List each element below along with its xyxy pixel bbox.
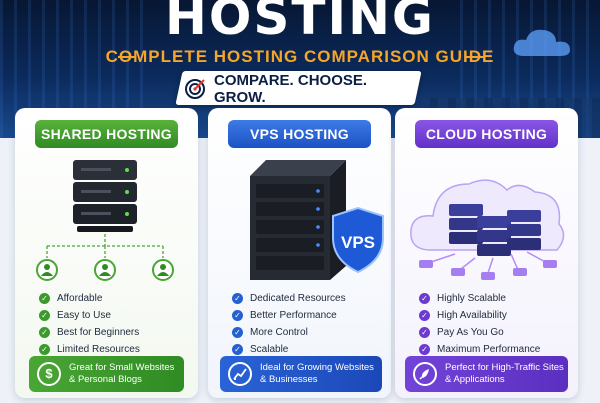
checkmark-icon: ✓: [232, 327, 243, 338]
shared-server-illustration: [36, 160, 174, 281]
page-subtitle: COMPLETE HOSTING COMPARISON GUIDE: [105, 47, 495, 66]
vps-server-illustration: VPS: [250, 160, 384, 280]
cloud-hosting-card: CLOUD HOSTING ✓Highly Scalable ✓High Ava…: [395, 108, 578, 398]
cloud-server-illustration: [410, 179, 565, 280]
vps-hosting-title: VPS HOSTING: [228, 120, 371, 148]
checkmark-icon: ✓: [419, 344, 430, 355]
list-item: ✓Pay As You Go: [419, 324, 569, 341]
vps-feature-list: ✓Dedicated Resources ✓Better Performance…: [232, 290, 382, 358]
tagline-text: COMPARE. CHOOSE. GROW.: [214, 72, 368, 106]
subtitle-divider-left: [118, 56, 136, 58]
rocket-icon: [413, 362, 437, 386]
server-tower-icon: [250, 160, 346, 280]
list-item: ✓Maximum Performance: [419, 341, 569, 358]
user-icon: [152, 259, 174, 281]
checkmark-icon: ✓: [419, 327, 430, 338]
checkmark-icon: ✓: [39, 327, 50, 338]
shared-hosting-title: SHARED HOSTING: [35, 120, 178, 148]
network-node-icon: [419, 260, 557, 280]
dollar-icon: $: [37, 362, 61, 386]
footer-line: & Businesses: [260, 374, 318, 385]
target-icon: [185, 79, 205, 99]
checkmark-icon: ✓: [39, 293, 50, 304]
list-item: ✓Best for Beginners: [39, 324, 189, 341]
user-icon: [36, 259, 58, 281]
page-title: HOSTING: [165, 0, 435, 46]
checkmark-icon: ✓: [232, 310, 243, 321]
subtitle-divider-right: [466, 56, 484, 58]
vps-hosting-card: VPS HOSTING VPS ✓Dedicated Resources ✓Be…: [208, 108, 391, 398]
checkmark-icon: ✓: [419, 293, 430, 304]
list-item: ✓Affordable: [39, 290, 189, 307]
checkmark-icon: ✓: [232, 344, 243, 355]
list-item: ✓Limited Resources: [39, 341, 189, 358]
vps-badge-text: VPS: [341, 233, 375, 252]
footer-line: Ideal for Growing Websites: [260, 362, 374, 373]
list-item: ✓Dedicated Resources: [232, 290, 382, 307]
vps-footer-banner: Ideal for Growing Websites& Businesses: [220, 356, 382, 392]
checkmark-icon: ✓: [39, 310, 50, 321]
cloud-hosting-title: CLOUD HOSTING: [415, 120, 558, 148]
list-item: ✓Scalable: [232, 341, 382, 358]
shared-footer-banner: $ Great for Small Websites& Personal Blo…: [29, 356, 184, 392]
cloud-footer-banner: Perfect for High-Traffic Sites& Applicat…: [405, 356, 568, 392]
shared-feature-list: ✓Affordable ✓Easy to Use ✓Best for Begin…: [39, 290, 189, 358]
checkmark-icon: ✓: [39, 344, 50, 355]
server-stack-icon: [73, 160, 137, 232]
tagline: COMPARE. CHOOSE. GROW.: [184, 72, 419, 106]
checkmark-icon: ✓: [419, 310, 430, 321]
footer-line: & Personal Blogs: [69, 374, 142, 385]
cloud-feature-list: ✓Highly Scalable ✓High Availability ✓Pay…: [419, 290, 569, 358]
checkmark-icon: ✓: [232, 293, 243, 304]
shield-icon: VPS: [332, 206, 384, 274]
list-item: ✓Highly Scalable: [419, 290, 569, 307]
list-item: ✓High Availability: [419, 307, 569, 324]
growth-chart-icon: [228, 362, 252, 386]
footer-line: Great for Small Websites: [69, 362, 175, 373]
footer-line: Perfect for High-Traffic Sites: [445, 362, 564, 373]
list-item: ✓Easy to Use: [39, 307, 189, 324]
list-item: ✓Better Performance: [232, 307, 382, 324]
user-icon: [94, 259, 116, 281]
list-item: ✓More Control: [232, 324, 382, 341]
server-cluster-icon: [449, 204, 541, 256]
footer-line: & Applications: [445, 374, 505, 385]
shared-hosting-card: SHARED HOSTING ✓Affordable ✓Easy to Use …: [15, 108, 198, 398]
cloud-icon: [513, 29, 570, 56]
